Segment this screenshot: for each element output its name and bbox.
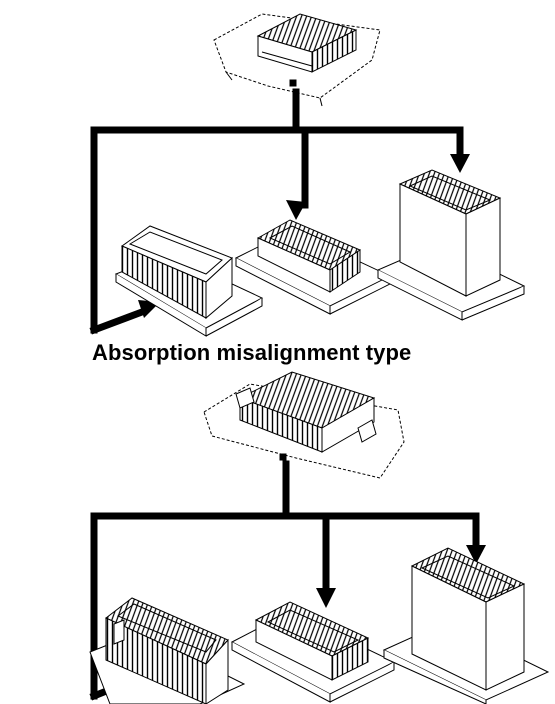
top-plug-board <box>213 13 381 107</box>
bottom-tree-arrows <box>89 460 480 701</box>
top-tree-arrows <box>89 88 464 335</box>
caption-absorption-misalignment-type: Absorption misalignment type <box>92 340 412 365</box>
bottom-receptacle-tall <box>382 547 550 704</box>
bottom-receptacle-misalignment <box>89 597 246 704</box>
top-receptacle-tall <box>376 169 526 321</box>
bottom-plug-board <box>203 371 405 479</box>
top-receptacle-misalignment <box>114 225 264 337</box>
bottom-receptacle-low <box>230 601 396 703</box>
